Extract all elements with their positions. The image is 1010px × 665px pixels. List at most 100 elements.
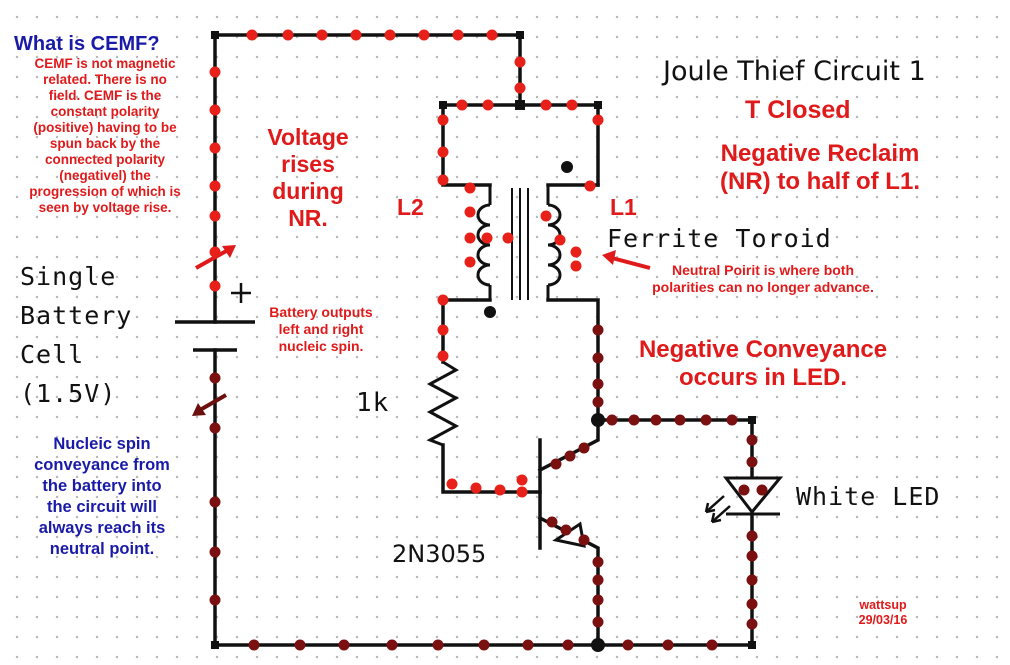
note-line: the battery into <box>42 477 162 495</box>
note-line: Negative Reclaim <box>720 140 920 167</box>
charge-dot <box>550 458 562 470</box>
charge-dot <box>481 232 493 244</box>
battery-label-line: Cell <box>20 340 85 369</box>
battery-outputs-note: Battery outputs left and right nucleic s… <box>258 304 384 355</box>
charge-dot <box>294 639 306 651</box>
note-line: always reach its <box>38 519 166 537</box>
cemf-line: constant polarity <box>50 104 160 119</box>
charge-dot <box>437 350 449 362</box>
cemf-line: field. CEMF is the <box>48 88 162 103</box>
charge-dot <box>592 114 604 126</box>
charge-dot <box>209 246 221 258</box>
charge-dot <box>452 29 464 41</box>
wire-led-top <box>596 418 754 480</box>
charge-dot <box>437 324 449 336</box>
charge-dot <box>592 616 604 628</box>
state-label: T Closed <box>745 96 851 124</box>
charge-dot <box>726 414 738 426</box>
charge-dot <box>746 456 758 468</box>
neutral-point-note: Neutral Poirit is where both polarities … <box>628 262 898 296</box>
charge-dot <box>514 82 526 94</box>
battery-label-line: Single <box>20 262 117 291</box>
charge-dot <box>470 482 482 494</box>
charge-dot <box>464 182 476 194</box>
battery-label: Single Battery Cell (1.5V) <box>20 257 132 413</box>
charge-dot <box>746 574 758 586</box>
charge-dot <box>570 246 582 258</box>
charge-dot <box>746 530 758 542</box>
cemf-line: CEMF is not magnetic <box>34 56 176 71</box>
cemf-text: CEMF is not magnetic related. There is n… <box>10 56 200 216</box>
note-line: conveyance from <box>34 456 170 474</box>
ferrite-toroid-label: Ferrite Toroid <box>607 224 832 253</box>
charge-dot <box>738 484 750 496</box>
charge-dot <box>584 180 596 192</box>
charge-dot <box>540 210 552 222</box>
transistor-emitter <box>537 515 600 647</box>
charge-dot <box>570 260 582 272</box>
wire-l2-top <box>441 103 492 187</box>
charge-dot <box>578 534 590 546</box>
charge-dot <box>437 114 449 126</box>
note-line: left and right <box>278 321 364 337</box>
cemf-line: (negativel) the <box>59 168 151 183</box>
charge-dot <box>746 598 758 610</box>
cemf-line: connected polarity <box>44 152 166 167</box>
author: wattsup <box>859 598 907 612</box>
charge-dot <box>338 639 350 651</box>
charge-dot <box>486 29 498 41</box>
charge-dot <box>746 618 758 630</box>
charge-dot <box>282 29 294 41</box>
charge-dot <box>446 478 458 490</box>
emitter-junction <box>591 638 605 652</box>
charge-dot <box>700 414 712 426</box>
charge-dot <box>209 422 221 434</box>
charge-dot <box>209 104 221 116</box>
charge-dot <box>746 434 758 446</box>
l2-label: L2 <box>397 194 424 220</box>
charge-dot <box>209 594 221 606</box>
charge-dot <box>316 29 328 41</box>
charge-dot <box>437 174 449 186</box>
note-line: the circuit will <box>46 498 158 516</box>
charge-dot <box>592 352 604 364</box>
note-line: NR. <box>288 205 328 231</box>
charge-dot <box>386 639 398 651</box>
battery-label-line: (1.5V) <box>20 379 117 408</box>
charge-dot <box>209 66 221 78</box>
charge-dot <box>516 474 528 486</box>
cemf-line: (positive) having to be <box>33 120 177 135</box>
charge-dot <box>437 146 449 158</box>
diagram-title: Joule Thief Circuit 1 <box>663 56 926 87</box>
charge-dot <box>746 550 758 562</box>
charge-dot <box>592 378 604 390</box>
charge-dot <box>592 594 604 606</box>
negative-reclaim-note: Negative Reclaim (NR) to half of L1. <box>670 140 970 196</box>
note-line: occurs in LED. <box>678 364 848 391</box>
charge-dot <box>554 234 566 246</box>
note-line: during <box>272 178 344 204</box>
charge-dot <box>248 639 260 651</box>
plus-sign <box>231 283 251 303</box>
charge-dot <box>674 414 686 426</box>
cemf-line: related. There is no <box>43 72 167 87</box>
charge-dot <box>622 639 634 651</box>
charge-dot <box>478 639 490 651</box>
charge-dot <box>662 639 674 651</box>
note-line: Voltage <box>267 124 349 150</box>
charge-dot <box>566 99 578 111</box>
led-light-arrows <box>704 495 731 524</box>
charge-dot <box>564 450 576 462</box>
coil-l1-dot <box>561 161 573 173</box>
coil-l1 <box>546 185 562 300</box>
date: 29/03/16 <box>858 613 908 627</box>
charge-dot <box>418 29 430 41</box>
nucleic-spin-note: Nucleic spin conveyance from the battery… <box>22 434 182 560</box>
charge-dot <box>209 280 221 292</box>
charge-dot <box>592 324 604 336</box>
note-line: (NR) to half of L1. <box>720 168 920 195</box>
signature: wattsup 29/03/16 <box>848 598 918 628</box>
charge-dot <box>209 372 221 384</box>
